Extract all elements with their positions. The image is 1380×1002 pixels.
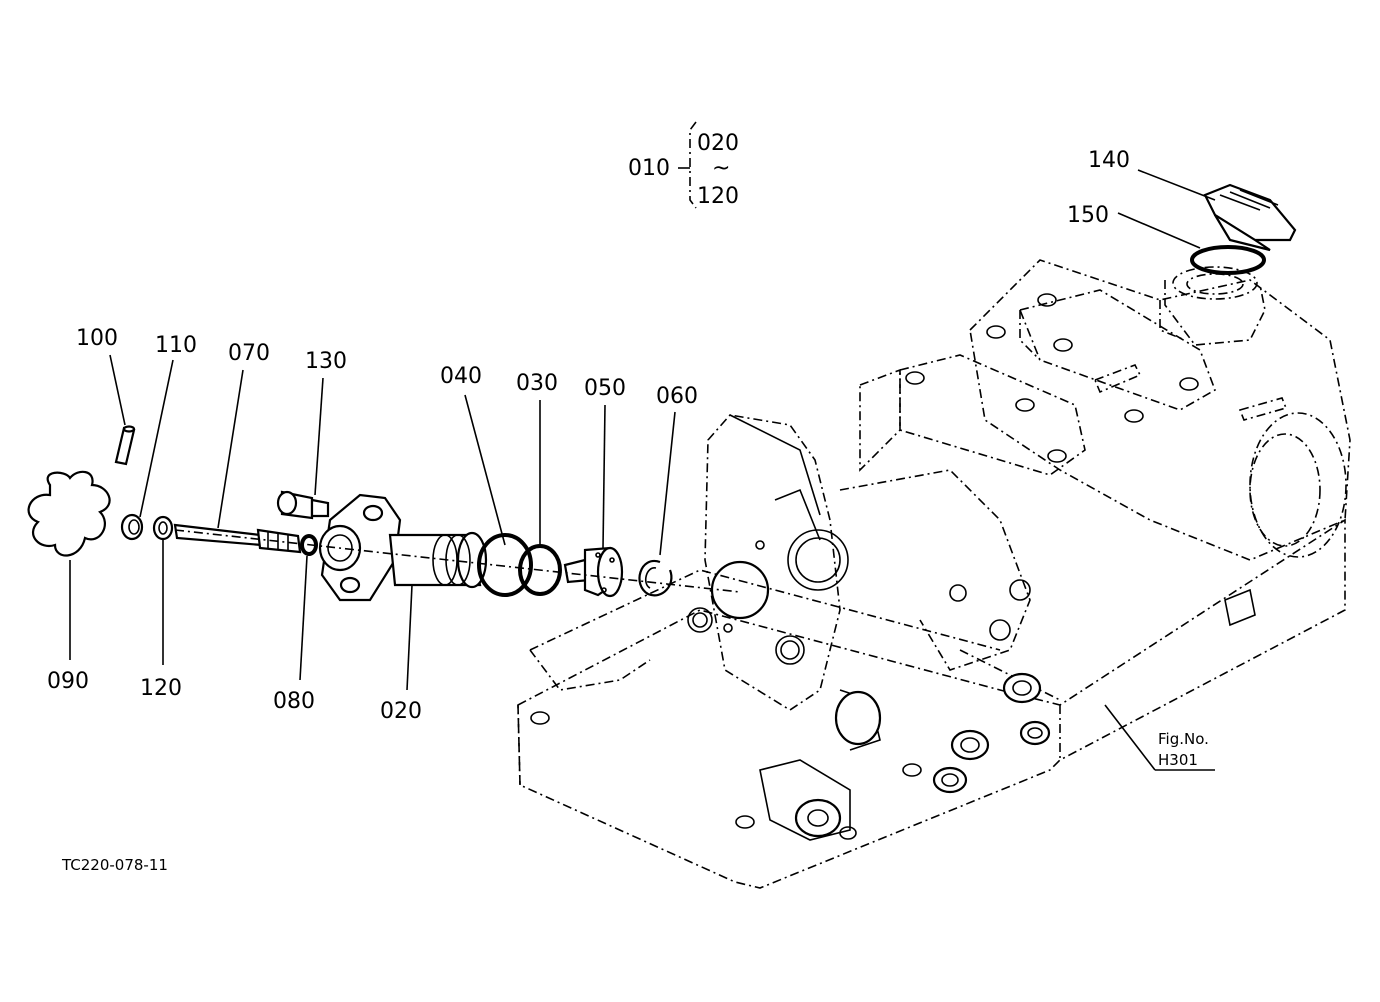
snap-ring-part-060 <box>638 559 673 597</box>
figure-code: TC220-078-11 <box>61 856 168 874</box>
leader-lines <box>69 121 1216 771</box>
fig-no-label: Fig.No. <box>1158 730 1209 748</box>
label-150: 150 <box>1067 203 1109 228</box>
spool-rod-part-070 <box>173 523 302 554</box>
label-090: 090 <box>47 669 89 694</box>
label-040: 040 <box>440 364 482 389</box>
label-080: 080 <box>273 689 315 714</box>
assembly-range-mark: ~ <box>712 156 730 181</box>
assembly-parent-label: 010 <box>628 156 670 181</box>
clip-part-110 <box>120 513 144 541</box>
filler-cap-part-140 <box>1203 183 1297 252</box>
label-120: 120 <box>140 676 182 701</box>
washer-part-120 <box>152 515 174 541</box>
label-050: 050 <box>584 376 626 401</box>
label-130: 130 <box>305 349 347 374</box>
assembly-from-label: 020 <box>697 131 739 156</box>
label-020: 020 <box>380 699 422 724</box>
ring-part-040 <box>477 533 533 597</box>
label-060: 060 <box>656 384 698 409</box>
label-140: 140 <box>1088 148 1130 173</box>
pin-part-100 <box>114 425 136 466</box>
hydraulic-housing <box>517 259 1351 889</box>
poppet-part-050 <box>563 546 624 598</box>
assembly-to-label: 120 <box>697 184 739 209</box>
star-knob-part-090 <box>27 470 111 557</box>
valve-body-part-020 <box>318 493 488 602</box>
label-110: 110 <box>155 333 197 358</box>
label-030: 030 <box>516 371 558 396</box>
o-ring-part-150 <box>1190 245 1266 275</box>
fig-no-number: H301 <box>1158 751 1198 769</box>
plug-part-130 <box>276 490 330 520</box>
label-070: 070 <box>228 341 270 366</box>
part-labels: 100 110 070 130 040 030 050 060 090 120 … <box>47 131 1209 874</box>
label-100: 100 <box>76 326 118 351</box>
